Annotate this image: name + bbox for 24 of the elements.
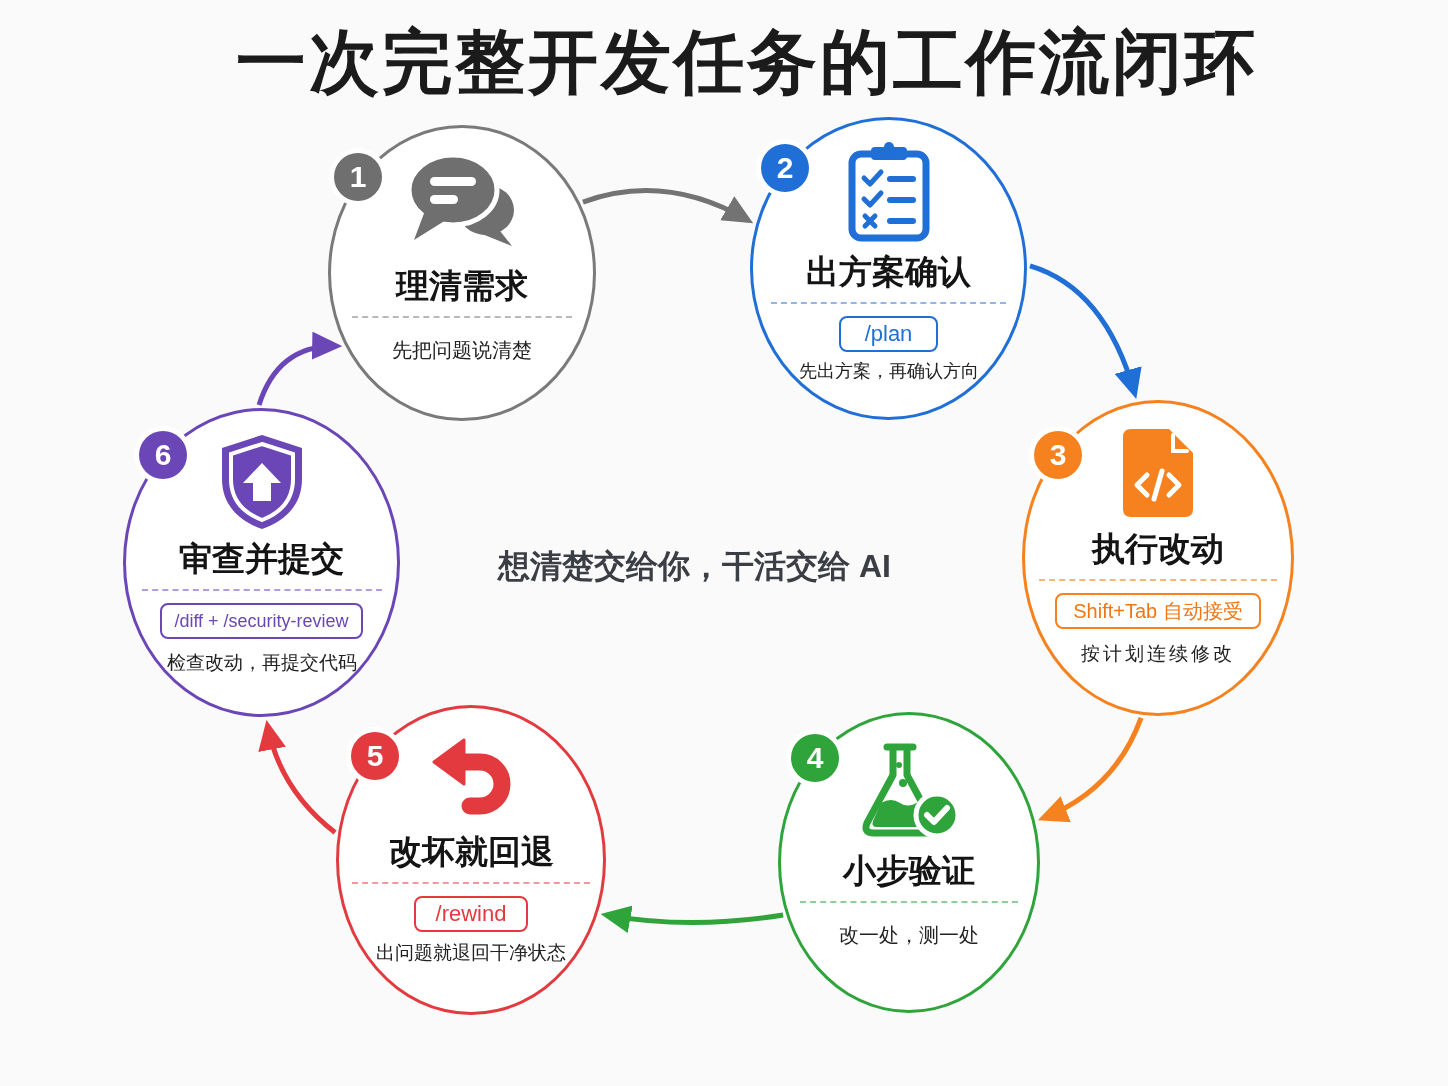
step-description: 先把问题说清楚: [392, 338, 532, 363]
step-title: 小步验证: [843, 851, 975, 891]
step-description: 检查改动，再提交代码: [166, 651, 357, 675]
title: 一次完整开发任务的工作流闭环: [236, 22, 1258, 102]
step-description: 出问题就退回干净状态: [376, 941, 566, 965]
step-title: 出方案确认: [806, 252, 971, 292]
step-description: 按计划连续修改: [1081, 642, 1235, 666]
command-tag: /plan: [838, 316, 939, 352]
step-description: 先出方案，再确认方向: [798, 360, 979, 383]
step-title: 执行改动: [1092, 529, 1224, 569]
flow-arrow: [582, 188, 754, 224]
step-title: 审查并提交: [179, 539, 344, 579]
step-title: 改坏就回退: [388, 832, 554, 872]
step-title: 理清需求: [396, 266, 528, 306]
flow-arrow: [1029, 263, 1141, 399]
flow-arrow: [600, 905, 784, 933]
command-tag: /rewind: [413, 896, 529, 932]
tagline-text: 想清楚交给你，干活交给 AI: [498, 547, 891, 586]
flow-arrow: [1037, 716, 1144, 822]
command-tag: /diff + /security-review: [160, 603, 363, 639]
command-tag: Shift+Tab 自动接受: [1055, 593, 1261, 629]
flow-arrow: [259, 719, 337, 835]
flow-arrow: [256, 332, 343, 406]
step-description: 改一处，测一处: [839, 923, 979, 948]
